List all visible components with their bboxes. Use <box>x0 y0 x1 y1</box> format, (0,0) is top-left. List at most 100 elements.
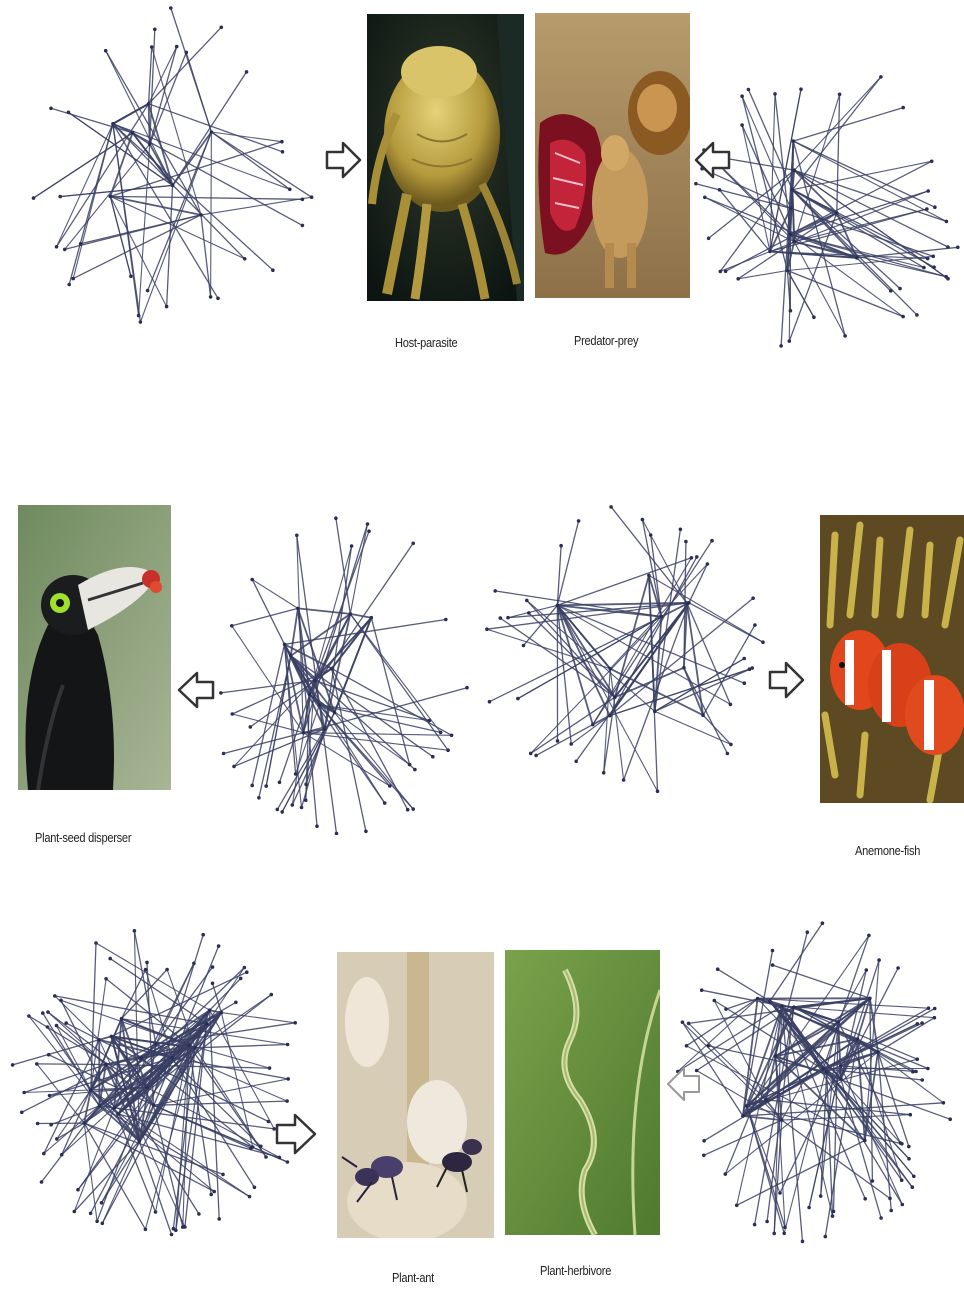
network-node <box>270 993 274 997</box>
network-node <box>925 207 929 211</box>
network-node <box>259 1145 263 1149</box>
network-node <box>289 654 293 658</box>
network-edges <box>678 923 950 1241</box>
network-node <box>94 941 98 945</box>
network-edge <box>122 970 168 1019</box>
network-edge <box>773 965 870 998</box>
network-anemone-fish <box>480 500 780 800</box>
network-node <box>522 644 526 648</box>
network-node <box>413 768 417 772</box>
network-node <box>137 314 141 318</box>
network-node <box>741 1114 745 1118</box>
network-node <box>868 997 872 1001</box>
network-node <box>250 578 254 582</box>
network-node <box>772 1232 776 1236</box>
network-node <box>47 1053 51 1057</box>
network-node <box>609 505 613 509</box>
network-node <box>35 1062 39 1066</box>
network-node <box>64 1021 68 1025</box>
network-node <box>703 196 707 200</box>
network-node <box>428 719 432 723</box>
arrow-right-icon <box>325 140 363 180</box>
network-node <box>334 516 338 520</box>
network-node <box>569 742 573 746</box>
caption-host-parasite: Host-parasite <box>395 335 457 350</box>
network-node <box>710 539 714 543</box>
network-node <box>42 1152 46 1156</box>
network-node <box>792 1005 796 1009</box>
network-node <box>488 700 492 704</box>
network-node <box>364 830 368 834</box>
network-node <box>901 106 905 110</box>
network-node <box>104 49 108 53</box>
network-node <box>764 1098 768 1102</box>
network-node <box>771 963 775 967</box>
network-node <box>219 691 223 695</box>
network-node <box>53 994 57 998</box>
network-edge <box>113 124 245 259</box>
network-node <box>742 657 746 661</box>
network-node <box>450 734 454 738</box>
network-node <box>295 534 299 538</box>
network-node <box>280 810 284 814</box>
network-node <box>76 1188 80 1192</box>
network-node <box>323 727 327 731</box>
network-node <box>197 1212 201 1216</box>
network-node <box>792 139 796 143</box>
network-node <box>411 542 415 546</box>
network-node <box>748 667 752 671</box>
network-node <box>165 305 169 309</box>
network-node <box>602 771 606 775</box>
network-node <box>922 266 926 270</box>
network-node <box>716 967 720 971</box>
network-node <box>313 679 317 683</box>
network-node <box>181 1225 185 1229</box>
network-node <box>465 686 469 690</box>
photo-ants <box>337 952 494 1238</box>
network-node <box>46 1010 50 1014</box>
network-node <box>366 522 370 526</box>
network-node <box>174 1229 178 1233</box>
network-node <box>330 667 334 671</box>
network-node <box>877 958 881 962</box>
network-edge <box>210 1010 222 1012</box>
network-node <box>367 529 371 533</box>
network-edge <box>615 603 689 697</box>
network-edge <box>110 196 302 199</box>
network-node <box>388 784 392 788</box>
network-edge <box>792 161 931 189</box>
network-node <box>192 962 196 966</box>
network-node <box>729 743 733 747</box>
network-node <box>211 982 215 986</box>
network-node <box>286 1160 290 1164</box>
network-edge <box>73 124 113 279</box>
network-node <box>40 1180 44 1184</box>
network-edge <box>350 524 367 614</box>
network-node <box>871 1179 875 1183</box>
network-node <box>300 806 304 810</box>
network-node <box>138 1139 142 1143</box>
network-node <box>687 1022 691 1026</box>
network-node <box>718 188 722 192</box>
network-node <box>286 1077 290 1081</box>
network-node <box>293 1021 297 1025</box>
network-edge <box>527 600 655 711</box>
network-node <box>301 224 305 228</box>
network-node <box>46 1025 50 1029</box>
network-node <box>210 130 214 134</box>
network-edge <box>310 546 352 694</box>
network-edge <box>335 713 414 810</box>
network-node <box>799 87 803 91</box>
network-node <box>245 70 249 74</box>
network-node <box>915 1057 919 1061</box>
network-node <box>791 188 795 192</box>
network-node <box>944 275 948 279</box>
network-node <box>310 195 314 199</box>
network-node <box>931 255 935 259</box>
network-node <box>912 1175 916 1179</box>
network-node <box>408 763 412 767</box>
arrow-right-icon <box>275 1112 319 1156</box>
network-node <box>250 784 254 788</box>
network-node <box>768 250 772 254</box>
network-node <box>220 1011 224 1015</box>
